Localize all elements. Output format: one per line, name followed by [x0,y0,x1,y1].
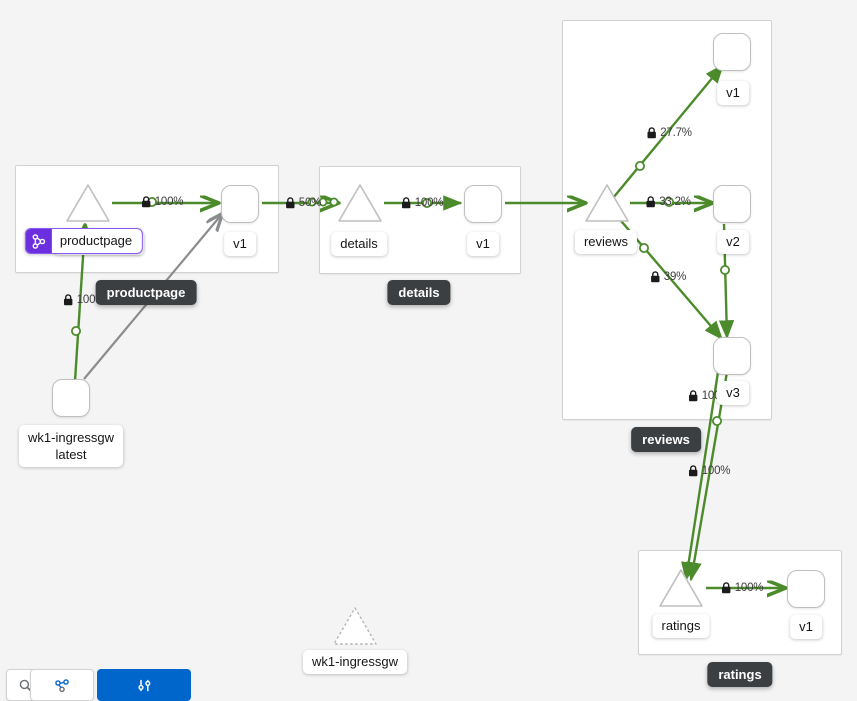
service-node-details[interactable] [336,182,384,224]
sliders-icon [137,679,150,691]
mtls-lock-icon [141,196,151,208]
tooltip-productpage: productpage [95,280,197,305]
edge-label-reviews-v3: 39% [650,271,686,283]
badge-productpage-label: productpage [59,233,133,248]
primary-action-button[interactable] [97,669,191,701]
service-node-productpage[interactable] [64,182,112,224]
node-label-reviews: reviews [574,230,638,254]
workload-node-productpage-v1[interactable] [221,185,259,223]
workload-node-ratings-v1[interactable] [787,570,825,608]
edge-label-productpage-details: 50% [285,197,321,209]
tooltip-reviews: reviews [631,427,701,452]
mtls-lock-icon [721,582,731,594]
node-label-reviews-v3: v3 [717,381,749,405]
workload-node-reviews-v3[interactable] [713,337,751,375]
mtls-lock-icon [651,271,660,283]
service-node-ghost-wk1-ingressgw[interactable] [331,605,379,647]
zoom-icon [19,679,32,692]
node-label-details: details [331,232,387,256]
mtls-lock-icon [647,127,656,139]
mtls-lock-icon [646,196,655,208]
edge-reviews-v3-ratings[interactable] [681,371,720,582]
workload-node-details-v1[interactable] [464,185,502,223]
edge-label-ratings-v1: 100% [721,582,764,594]
node-label-reviews-v1: v1 [717,81,749,105]
node-label-ingressgw-name: wk1-ingressgw [28,430,114,445]
mtls-lock-icon [286,197,295,209]
workload-node-ingressgw[interactable] [52,379,90,417]
node-label-details-v1: v1 [467,232,499,256]
service-node-ratings[interactable] [657,567,705,609]
edge-label-reviews-v1: 27.7% [646,127,692,139]
node-label-ratings-v1: v1 [790,615,822,639]
tooltip-details: details [387,280,451,305]
node-label-productpage-v1: v1 [224,232,256,256]
node-label-reviews-v2: v2 [717,230,749,254]
edge-label-details-v1: 100% [401,197,444,209]
service-node-reviews[interactable] [583,182,631,224]
mtls-lock-icon [688,390,698,402]
mtls-lock-icon [401,197,411,209]
workload-node-reviews-v1[interactable] [713,33,751,71]
mtls-lock-icon [63,294,73,306]
graph-layout-icon [54,678,69,692]
workload-node-reviews-v2[interactable] [713,185,751,223]
layout-control-button[interactable] [30,669,94,701]
node-label-ratings: ratings [652,614,710,638]
edge-reviews-v1[interactable] [612,63,724,199]
workflow-icon [25,229,52,253]
node-label-ingressgw-version: latest [55,447,87,462]
node-label-ghost-wk1-ingressgw: wk1-ingressgw [303,650,407,674]
tooltip-ratings: ratings [707,662,773,687]
edge-traffic-markers [71,160,731,426]
edge-label-reviews-v2: 33.2% [645,196,691,208]
edge-reviews-v3-ratings-b[interactable] [686,371,729,582]
node-label-ingressgw: wk1-ingressgw latest [19,425,123,467]
edge-label-reviews-v3-ratings: 100% [688,465,731,477]
badge-productpage-workflow[interactable]: productpage [24,228,144,254]
bottom-toolbar [0,669,857,701]
mtls-lock-icon [688,465,698,477]
edge-label-productpage-v1: 100% [141,196,184,208]
